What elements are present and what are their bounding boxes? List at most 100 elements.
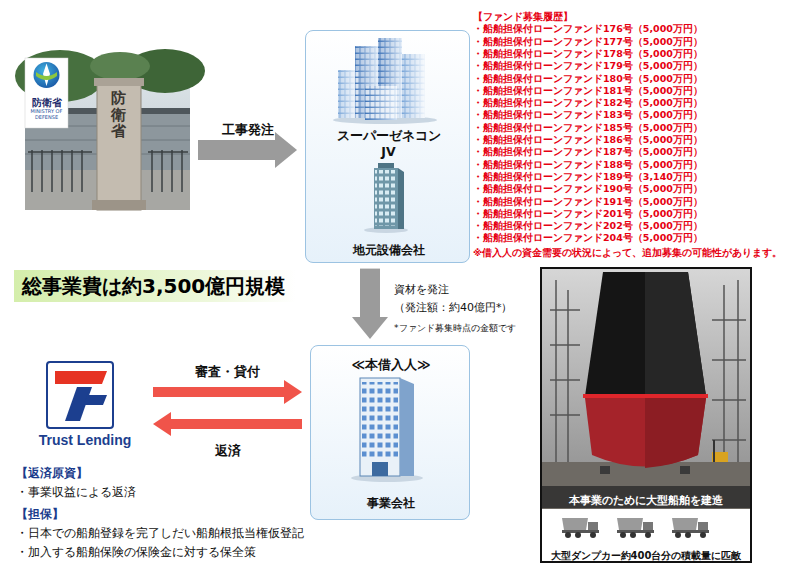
text-slot: ≪本借入人≫ (311, 354, 471, 374)
highlight-band (14, 270, 295, 302)
ship-photo (620, 532, 626, 538)
ship-photo (737, 280, 739, 470)
logo-text: 防衛省 (32, 96, 62, 109)
ship-photo (540, 267, 752, 563)
fund-list-item: ・船舶担保付ローンファンド201号（5,000万円） (473, 208, 703, 220)
amount-note: （発注額：約40億円*） (394, 301, 513, 315)
lender-logo-mark (47, 362, 113, 428)
ministry-gate-photo (28, 151, 92, 153)
local-building-icon (378, 163, 394, 168)
fund-list-item: ・船舶担保付ローンファンド186号（5,000万円） (473, 134, 703, 146)
company-label: スーパーゼネコン JV (336, 128, 441, 161)
text-slot: 地元設備会社 (306, 239, 471, 259)
ministry-gate-photo (148, 151, 188, 153)
ship-photo (585, 272, 706, 396)
label-slot: 大型ダンプカー約400台分の積載量に匹敵 (543, 544, 749, 563)
bullet-text: ・加入する船舶保険の保険金に対する保全策 (16, 545, 256, 560)
fund-list-item: ・船舶担保付ローンファンド178号（5,000万円） (473, 48, 703, 60)
ministry-gate-photo (61, 150, 63, 192)
ship-photo (643, 522, 653, 530)
ministry-gate-photo (71, 150, 73, 192)
ship-photo (645, 532, 651, 538)
ship-photo (712, 439, 746, 441)
fund-list-item: ・船舶担保付ローンファンド202号（5,000万円） (473, 220, 703, 232)
ministry-gate-photo (51, 150, 53, 192)
edge-label: 返済 (215, 443, 241, 460)
label-slot: （発注額：約40億円*） (394, 296, 513, 315)
flow-arrow (153, 387, 284, 397)
text-slot: スーパーゼネコン JV (306, 128, 471, 161)
bullet-text: ・日本での船舶登録を完了しだい船舶根抵当権仮登記 (16, 526, 304, 541)
ministry-logo (25, 58, 68, 128)
note: ※借入人の資金需要の状況によって、追加募集の可能性があります。 (473, 247, 782, 259)
ship-photo (565, 532, 571, 538)
borrower-building-icon (372, 462, 388, 476)
ship-photo (672, 518, 698, 530)
borrower-building-icon (362, 382, 398, 460)
section-heading: 【返済原資】 (16, 466, 88, 481)
ship-photo (565, 532, 706, 538)
list-heading: 【ファンド募集履歴】 (473, 11, 573, 23)
text-slot: 防衛省 (25, 91, 68, 110)
ship-photo (700, 532, 706, 538)
local-building-icon (375, 170, 397, 226)
ministry-gate-photo (31, 150, 33, 192)
fund-list-item: ・船舶担保付ローンファンド190号（5,000万円） (473, 183, 703, 195)
ship-photo (712, 399, 746, 401)
ministry-gate-photo (151, 150, 153, 192)
ship-photo (680, 466, 690, 474)
ship-photo (583, 394, 708, 398)
fund-list-item: ・船舶担保付ローンファンド191号（5,000万円） (473, 196, 703, 208)
box-fill (305, 30, 470, 263)
fund-list-item: ・船舶担保付ローンファンド183号（5,000万円） (473, 109, 703, 121)
ship-photo (550, 414, 580, 416)
contractor-box: スーパーゼネコン JV 地元設備会社 (305, 30, 470, 263)
fund-list-item: ・船舶担保付ローンファンド177号（5,000万円） (473, 36, 703, 48)
fund-list-item: ・船舶担保付ローンファンド179号（5,000万円） (473, 60, 703, 72)
borrower-box: ≪本借入人≫事業会社 (310, 345, 470, 520)
edge-label: 資材を発注 (394, 283, 449, 297)
label-slot: ・日本での船舶登録を完了しだい船舶根抵当権仮登記 (16, 522, 304, 541)
label-slot: ・事業収益による返済 (16, 481, 136, 500)
ship-photo (617, 518, 643, 530)
ministry-gate-photo (92, 200, 146, 210)
ministry-logo (43, 64, 50, 87)
ship-photo (555, 280, 557, 470)
ship-photo (685, 532, 691, 538)
label-slot: 【ファンド募集履歴】 (473, 5, 573, 24)
ship-photo (723, 285, 725, 470)
ship-photo (590, 532, 596, 538)
ship-photo (542, 509, 750, 561)
ship-photo (562, 518, 588, 530)
ministry-logo (36, 72, 57, 80)
ship-photo (588, 522, 708, 530)
ship-photo (645, 272, 706, 396)
ship-photo (550, 309, 580, 311)
lender-logo-mark (84, 395, 107, 405)
ship-photo (698, 522, 708, 530)
lender-logo-mark (55, 371, 107, 384)
skyscraper-icon (365, 86, 397, 120)
ship-photo (645, 398, 706, 468)
ship-photo (550, 344, 580, 346)
edge-label: 工事発注 (222, 122, 274, 139)
ship-photo (600, 466, 610, 474)
fund-list-item: ・船舶担保付ローンファンド188号（5,000万円） (473, 159, 703, 171)
ship-photo (712, 319, 746, 321)
fund-list-item: ・船舶担保付ローンファンド181号（5,000万円） (473, 85, 703, 97)
local-building-icon (364, 163, 408, 233)
ship-photo (541, 268, 751, 562)
photo-caption: 本事業のために大型船舶を建造 (569, 494, 723, 508)
fund-list-item: ・船舶担保付ローンファンド182号（5,000万円） (473, 97, 703, 109)
ministry-gate-photo (181, 150, 183, 192)
ministry-gate-photo (15, 49, 205, 210)
label-slot: ※借入人の資金需要の状況によって、追加募集の可能性があります。 (473, 241, 782, 260)
borrower-building-icon (351, 378, 423, 482)
edge-label-slot: 審査・貸付 (195, 361, 260, 381)
logo-subtext: MINISTRY OF DEFENSE (26, 108, 67, 121)
fund-list-item: ・船舶担保付ローンファンド185号（5,000万円） (473, 122, 703, 134)
ministry-logo (34, 62, 60, 88)
ministry-gate-photo (94, 78, 144, 86)
lender-logo-mark (47, 362, 113, 428)
